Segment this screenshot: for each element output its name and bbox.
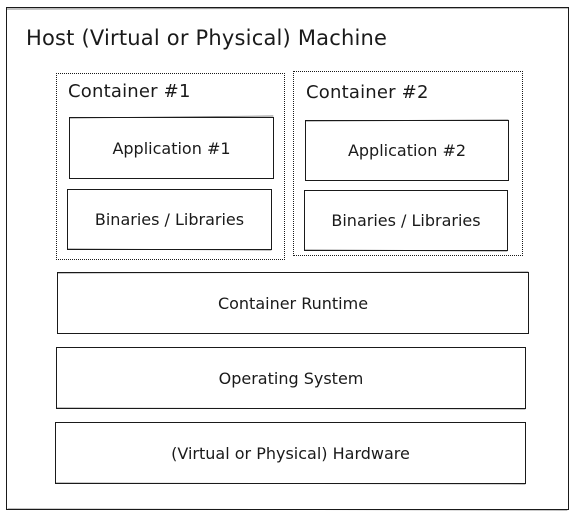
container-1-application-label: Application #1 bbox=[112, 138, 231, 158]
container-2-libraries-label: Binaries / Libraries bbox=[331, 211, 481, 230]
operating-system-label: Operating System bbox=[218, 368, 364, 388]
container-1-application-box: Application #1 bbox=[69, 117, 274, 179]
hardware-layer: (Virtual or Physical) Hardware bbox=[55, 422, 526, 484]
container-1-title: Container #1 bbox=[68, 81, 191, 102]
container-runtime-label: Container Runtime bbox=[217, 293, 369, 313]
container-2-application-label: Application #2 bbox=[347, 141, 467, 160]
container-1-libraries-label: Binaries / Libraries bbox=[94, 210, 245, 229]
container-2-application-box: Application #2 bbox=[305, 120, 509, 181]
container-2-title: Container #2 bbox=[306, 82, 429, 103]
operating-system-layer: Operating System bbox=[56, 347, 526, 409]
container-2-box bbox=[293, 71, 523, 256]
hardware-label: (Virtual or Physical) Hardware bbox=[171, 443, 410, 463]
host-machine-title: Host (Virtual or Physical) Machine bbox=[26, 26, 388, 50]
container-1-box bbox=[56, 73, 285, 260]
container-2-libraries-box: Binaries / Libraries bbox=[304, 190, 508, 251]
container-1-libraries-box: Binaries / Libraries bbox=[67, 189, 272, 250]
container-runtime-layer: Container Runtime bbox=[57, 272, 529, 334]
